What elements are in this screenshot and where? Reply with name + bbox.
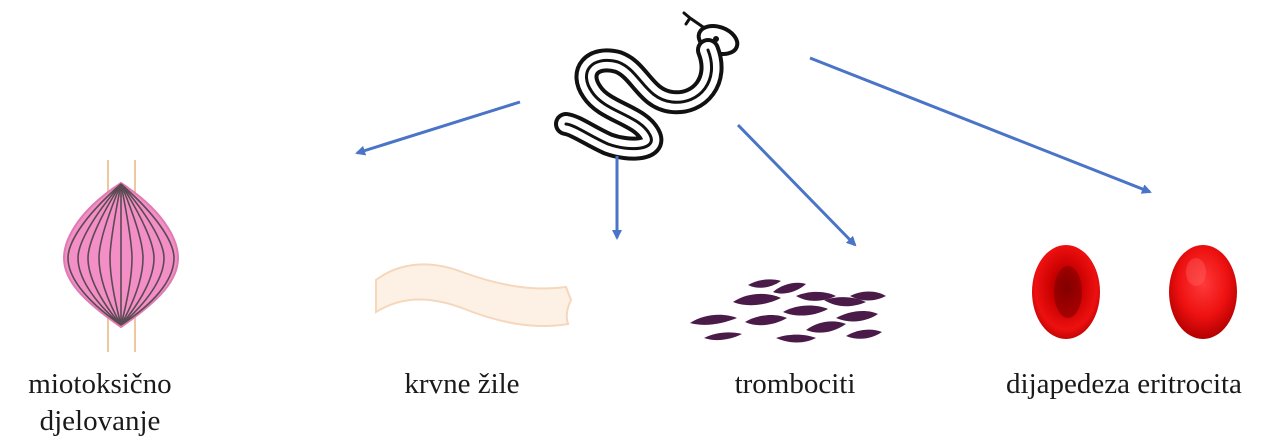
- platelets-icon: [690, 279, 886, 342]
- arrow-to-platelets: [738, 125, 855, 245]
- label-krvne-zile: krvne žile: [372, 366, 552, 403]
- label-miotoksicno-djelovanje: miotoksično djelovanje: [0, 366, 200, 440]
- label-line-2: djelovanje: [0, 403, 200, 440]
- muscle-fiber-icon: [64, 160, 178, 352]
- label-dijapedeza-eritrocita: dijapedeza eritrocita: [968, 366, 1280, 403]
- label-line-1: miotoksično: [0, 366, 200, 403]
- label-trombociti: trombociti: [700, 366, 890, 403]
- snake-icon: [566, 13, 741, 149]
- arrow-to-rbc: [810, 58, 1150, 192]
- red-blood-cells-icon: [1032, 245, 1237, 339]
- blood-vessel-icon: [376, 264, 571, 326]
- arrow-to-muscle: [357, 102, 520, 153]
